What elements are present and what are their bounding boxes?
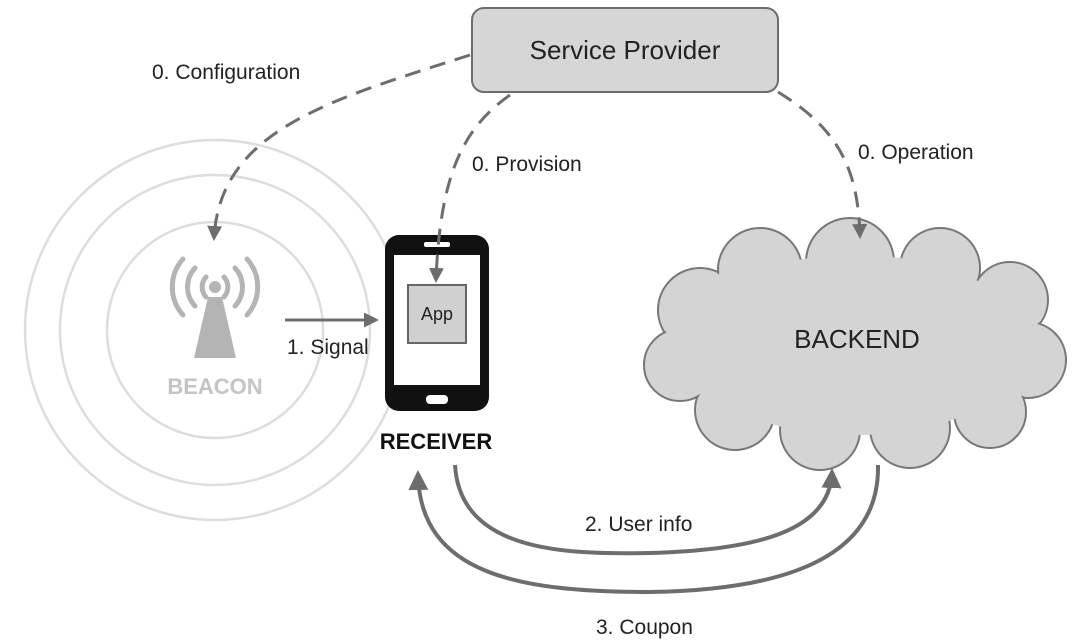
- user-info-arrow: [453, 464, 842, 556]
- backend-cloud-fill: [645, 219, 1065, 469]
- beacon-ring-middle: [58, 173, 372, 487]
- coupon-arrow: [408, 464, 881, 595]
- beacon-label: BEACON: [167, 374, 262, 399]
- receiver-label: RECEIVER: [380, 429, 493, 454]
- beacon-icon: [169, 256, 261, 358]
- operation-label: 0. Operation: [858, 141, 974, 164]
- configuration-label: 0. Configuration: [152, 61, 300, 84]
- user-info-label: 2. User info: [585, 513, 692, 536]
- app-box: [407, 284, 467, 344]
- app-label: App: [421, 304, 453, 324]
- configuration-arrow: [207, 53, 471, 241]
- provision-label: 0. Provision: [472, 153, 582, 176]
- service-provider-label: Service Provider: [530, 35, 721, 65]
- coupon-label: 3. Coupon: [596, 616, 693, 639]
- signal-label: 1. Signal: [287, 336, 369, 359]
- provision-arrow: [428, 93, 511, 283]
- service-provider-box: [471, 7, 779, 93]
- operation-arrow: [777, 90, 868, 239]
- backend-label: BACKEND: [794, 324, 920, 354]
